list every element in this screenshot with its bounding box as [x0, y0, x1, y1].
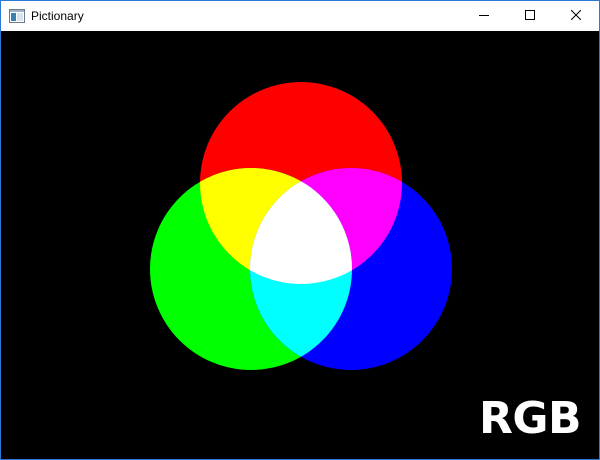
- maximize-icon: [525, 7, 535, 25]
- close-button[interactable]: [553, 1, 599, 31]
- close-icon: [570, 7, 582, 25]
- minimize-button[interactable]: [461, 1, 507, 31]
- rgb-venn-diagram: [150, 82, 452, 370]
- minimize-icon: [479, 7, 489, 25]
- maximize-button[interactable]: [507, 1, 553, 31]
- drawing-canvas[interactable]: RGB: [1, 31, 599, 459]
- app-window-icon: [9, 9, 25, 23]
- title-bar[interactable]: Pictionary: [1, 1, 599, 31]
- white-overlap: [250, 168, 352, 284]
- window-title: Pictionary: [31, 9, 84, 23]
- rgb-label: RGB: [479, 393, 582, 444]
